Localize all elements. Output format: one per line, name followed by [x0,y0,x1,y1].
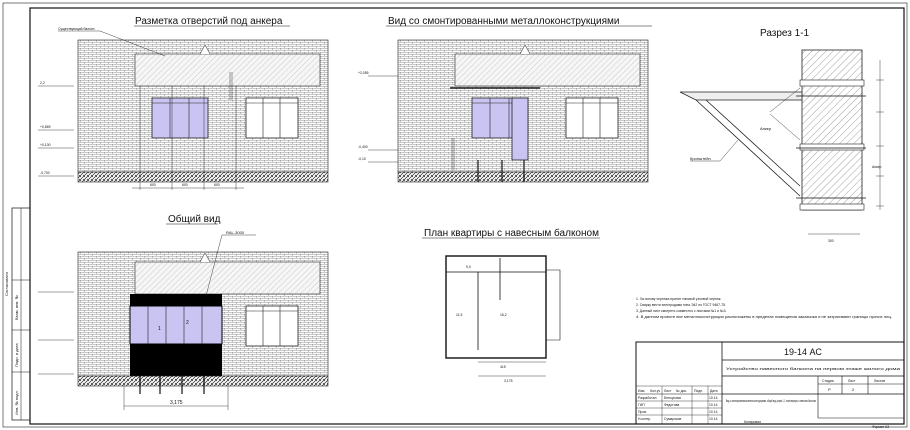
plan-title: План квартиры с навесным балконом [424,227,599,239]
bracket-label: Кронштейн [690,156,711,161]
stamp-title: Устройство навесного балкона на первом э… [726,367,900,371]
anchor-label: Анкер [760,126,772,131]
stamp-row-1-name: Федотова [664,403,679,407]
stamp-stage: Р [828,387,831,392]
sidebar: Взам. инв. № Подп. и дата Инв. № подл. С… [4,207,31,421]
level-b: +0,869 [40,125,51,129]
general-window-right [245,305,299,347]
dim-600a: 600 [150,183,156,187]
sidebar-label-4: Согласовано [4,271,9,296]
cut-2: 2 [186,320,189,326]
existing-lintel-label: Существующий балкон [58,27,95,31]
plan-room-2: 11,5 [456,313,462,317]
mounted-slab [454,53,641,87]
stamp-col-5: Дата [710,389,718,393]
marking-window-left [151,97,209,139]
section-dim-text: Анкер [872,165,882,169]
stamp-col-1: Кол.уч [650,389,660,393]
dim-600b: 600 [182,183,188,187]
general-title: Общий вид [168,213,221,225]
sidebar-label-2: Подп. и дата [14,343,19,367]
stamp-format: Формат А3 [872,425,889,429]
view-general: Общий вид 3,175 1 2 RAL-3000 [38,213,329,410]
note-2: 2. Сварку вести электродами типа Э42 по … [636,303,726,307]
stamp-row-2-date: 10.14 [709,410,718,414]
level-f: -0,400 [358,145,368,149]
level-a: 2,2 [40,81,45,85]
mounted-ground [397,171,649,183]
level-e: +2,055 [358,71,369,75]
stamp-row-3-name: Сумароков [664,417,682,421]
stamp-row-0-name: Белоусова [664,396,681,400]
stamp-stage-header: Стадия [822,379,834,383]
view-marking: Разметка отверстий под анкера 600 600 60… [38,16,329,190]
notes-block: 1. За основу чертежа принят типовой узло… [636,297,892,319]
section-brace [695,99,801,197]
section-beam [679,91,803,101]
sidebar-label-3: Инв. № подл. [14,390,19,415]
general-balcony-top [130,294,222,306]
mounted-door [511,97,529,161]
plan-outline [445,255,547,359]
dim-300: 300 [828,239,834,243]
stamp-row-0-role: Разработал [638,396,656,400]
view-mounted: Вид со смонтированными металлоконструкци… [358,16,652,183]
marking-title: Разметка отверстий под анкера [135,16,283,27]
stamp-sheets-header: Листов [874,379,885,383]
stamp-sheet: 2 [852,387,855,392]
level-c: +0,100 [40,143,51,147]
dim-total: 3,175 [170,400,183,406]
mounted-window-right [565,97,619,139]
stamp-col-2: Лист [664,389,672,393]
stamp-row-3-role: Н.контр. [638,417,651,421]
dim-600c: 600 [214,183,220,187]
note-1: 1. За основу чертежа принят типовой узло… [636,297,721,301]
stamp-code: 19-14 АС [784,347,822,357]
level-d: -0,700 [40,171,50,175]
plan-room-3: 16,2 [500,313,507,317]
plan-room-1: 9,0 [466,265,471,269]
plan-dim-415: 415 [500,365,506,369]
ral-label: RAL-3000 [226,230,245,235]
general-ground [77,375,329,387]
stamp-copied: Копировал [744,420,761,424]
marking-ground [77,171,329,183]
section-wall [801,49,863,211]
plan-dim-3175: 3,175 [504,379,513,383]
general-slab [134,261,321,295]
sidebar-label-1: Взам. инв. № [14,295,19,320]
stamp-row-0-date: 10.14 [709,396,718,400]
note-4: 4. В данном проекте все металлоконструкц… [636,315,892,319]
stamp-row-2-role: Пров. [638,410,647,414]
stamp-col-4: Подп. [694,389,703,393]
stamp-col-3: № док. [676,389,687,393]
stamp-drawing-name: Вид со смонтированными металлоконструкци… [726,399,816,403]
title-block: 19-14 АС Устройство навесного балкона на… [635,341,905,429]
stamp-row-1-date: 10.14 [709,403,718,407]
cut-1: 1 [158,326,161,332]
section-title: Разрез 1-1 [760,28,810,39]
general-balcony-glazing [129,305,223,345]
stamp-col-0: Изм. [638,389,645,393]
marking-slab [134,53,321,87]
stamp-row-1-role: ГИП [638,403,645,407]
marking-window-right [245,97,299,139]
stamp-row-3-date: 10.14 [709,417,718,421]
stamp-sheet-header: Лист [848,379,856,383]
view-section: Разрез 1-1 Анкер Кронштейн Анкер 300 [679,28,884,243]
view-plan: План квартиры с навесным балконом 9,0 11… [422,227,600,383]
mounted-title: Вид со смонтированными металлоконструкци… [388,16,619,27]
general-balcony-base [130,344,222,376]
level-g: -0,10 [358,157,366,161]
note-3: 3. Данный лист смотреть совместно с лист… [636,309,726,313]
